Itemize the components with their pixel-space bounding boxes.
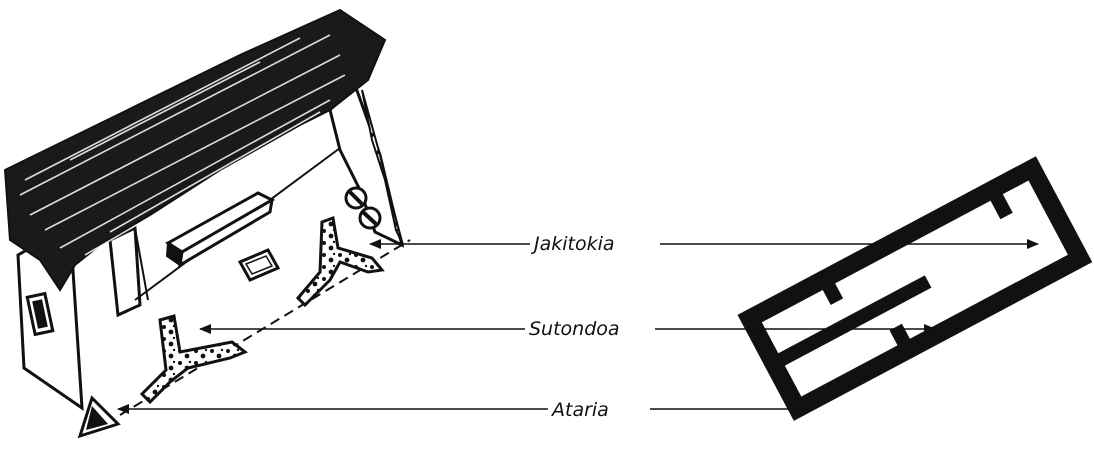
floor-plan-stub-1: [818, 275, 844, 305]
house-post-front: [139, 314, 249, 405]
house-right-wall-stone: [361, 89, 404, 246]
label-ataria: Ataria: [548, 399, 613, 421]
floor-plan-stub-2: [889, 323, 915, 354]
floor-plan: [737, 156, 1093, 421]
house-post-back: [295, 215, 385, 308]
floor-plan-stub-3: [986, 186, 1013, 220]
arrows: [117, 239, 1039, 414]
house-window-inner: [32, 299, 48, 329]
house-hearth: [237, 248, 281, 282]
house-illustration: [3, 8, 411, 439]
house-bench: [165, 191, 276, 268]
label-jakitokia: Jakitokia: [530, 233, 619, 255]
floor-front-edge: [119, 239, 411, 416]
label-sutondoa: Sutondoa: [525, 318, 624, 340]
roof-thatch-strokes: [19, 34, 346, 256]
floor-plan-divider: [770, 275, 932, 370]
house-partition-edge: [134, 227, 149, 301]
house-partition: [108, 225, 142, 318]
floor-plan-walls: [737, 156, 1093, 421]
